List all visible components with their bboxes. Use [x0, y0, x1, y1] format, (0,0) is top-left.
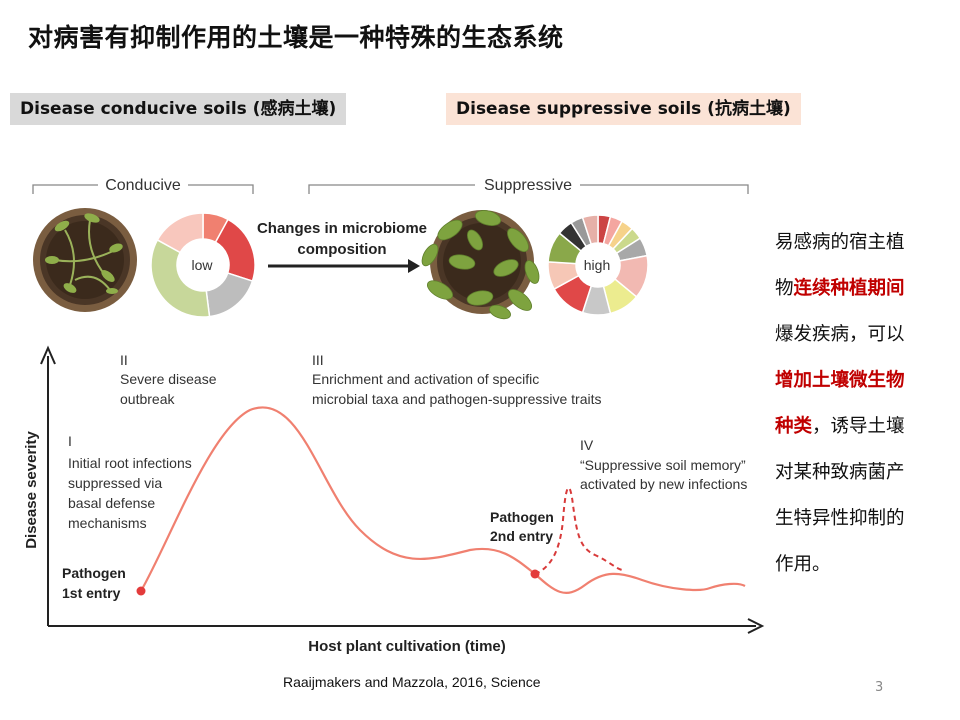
change-label-line1: Changes in microbiome	[257, 220, 427, 237]
conducive-soil-tag: Disease conducive soils (感病土壤)	[10, 93, 347, 125]
svg-text:II: II	[120, 352, 128, 368]
side-line-3: 爆发疾病，可以	[775, 324, 905, 345]
donut-low-segment-5	[156, 212, 204, 254]
pathogen-second-entry-dot	[530, 569, 540, 579]
phase-2-annotation: II Severe disease outbreak	[120, 352, 217, 407]
donut-low-segment-4	[150, 238, 211, 318]
y-axis-label: Disease severity	[23, 431, 40, 549]
side-line-6: 对某种致病菌产	[775, 462, 905, 483]
disease-suppression-diagram: Conducive Suppressive low Changes in mic…	[23, 177, 765, 655]
svg-text:outbreak: outbreak	[120, 391, 175, 407]
svg-text:Enrichment and activation of s: Enrichment and activation of specific	[312, 371, 539, 387]
phase-1-annotation: I Initial root infections suppressed via…	[68, 433, 192, 531]
svg-text:III: III	[312, 352, 324, 368]
svg-text:Initial root infections: Initial root infections	[68, 455, 192, 471]
svg-text:mechanisms: mechanisms	[68, 515, 147, 531]
suppressive-soil-tag: Disease suppressive soils (抗病土壤)	[446, 93, 801, 125]
suppressive-memory-dashed-curve	[534, 486, 623, 575]
page-number: 3	[875, 680, 884, 695]
phase-3-annotation: III Enrichment and activation of specifi…	[312, 352, 602, 407]
suppressive-label: Suppressive	[484, 177, 572, 194]
svg-text:suppressed via: suppressed via	[68, 475, 162, 491]
slide-title: 对病害有抑制作用的土壤是一种特殊的生态系统	[28, 23, 564, 52]
suppressive-plant-pot	[421, 210, 540, 320]
citation: Raaijmakers and Mazzola, 2016, Science	[283, 674, 541, 690]
chart-axes	[40, 345, 765, 634]
svg-text:2nd entry: 2nd entry	[490, 528, 553, 544]
suppressive-bracket	[308, 184, 749, 194]
disease-severity-curve	[140, 406, 746, 594]
phase-4-annotation: IV “Suppressive soil memory” activated b…	[580, 437, 747, 492]
conducive-label: Conducive	[105, 177, 181, 194]
conducive-plant-pot	[33, 208, 137, 312]
donut-high-segment-14	[581, 214, 599, 246]
donut-high-label: high	[584, 257, 610, 273]
svg-text:1st entry: 1st entry	[62, 585, 121, 601]
pathogen-first-entry-label: Pathogen 1st entry	[62, 565, 126, 601]
conducive-bracket	[32, 184, 254, 194]
donut-low-segment-3	[205, 272, 254, 318]
side-line-4: 增加土壤微生物	[775, 370, 905, 391]
svg-text:IV: IV	[580, 437, 594, 453]
side-line-1: 易感病的宿主植	[775, 232, 905, 253]
svg-text:microbial taxa and pathogen-su: microbial taxa and pathogen-suppressive …	[312, 391, 602, 407]
low-diversity-donut	[150, 212, 256, 318]
high-diversity-donut	[547, 214, 649, 316]
donut-low-label: low	[191, 257, 213, 273]
svg-text:basal defense: basal defense	[68, 495, 155, 511]
svg-text:“Suppressive soil memory”: “Suppressive soil memory”	[580, 457, 746, 473]
change-arrow-icon	[268, 259, 420, 273]
svg-text:I: I	[68, 433, 72, 449]
svg-text:Pathogen: Pathogen	[490, 509, 554, 525]
svg-text:Pathogen: Pathogen	[62, 565, 126, 581]
side-line-7: 生特异性抑制的	[775, 508, 905, 529]
svg-text:activated by new infections: activated by new infections	[580, 476, 747, 492]
pathogen-first-entry-dot	[136, 586, 146, 596]
change-label-line2: composition	[297, 241, 386, 258]
side-line-5: 种类，诱导土壤	[775, 416, 905, 437]
x-axis-label: Host plant cultivation (time)	[308, 638, 506, 655]
side-line-2: 物连续种植期间	[775, 278, 905, 299]
side-line-8: 作用。	[775, 554, 831, 575]
svg-text:Severe disease: Severe disease	[120, 371, 217, 387]
pathogen-second-entry-label: Pathogen 2nd entry	[490, 509, 554, 544]
